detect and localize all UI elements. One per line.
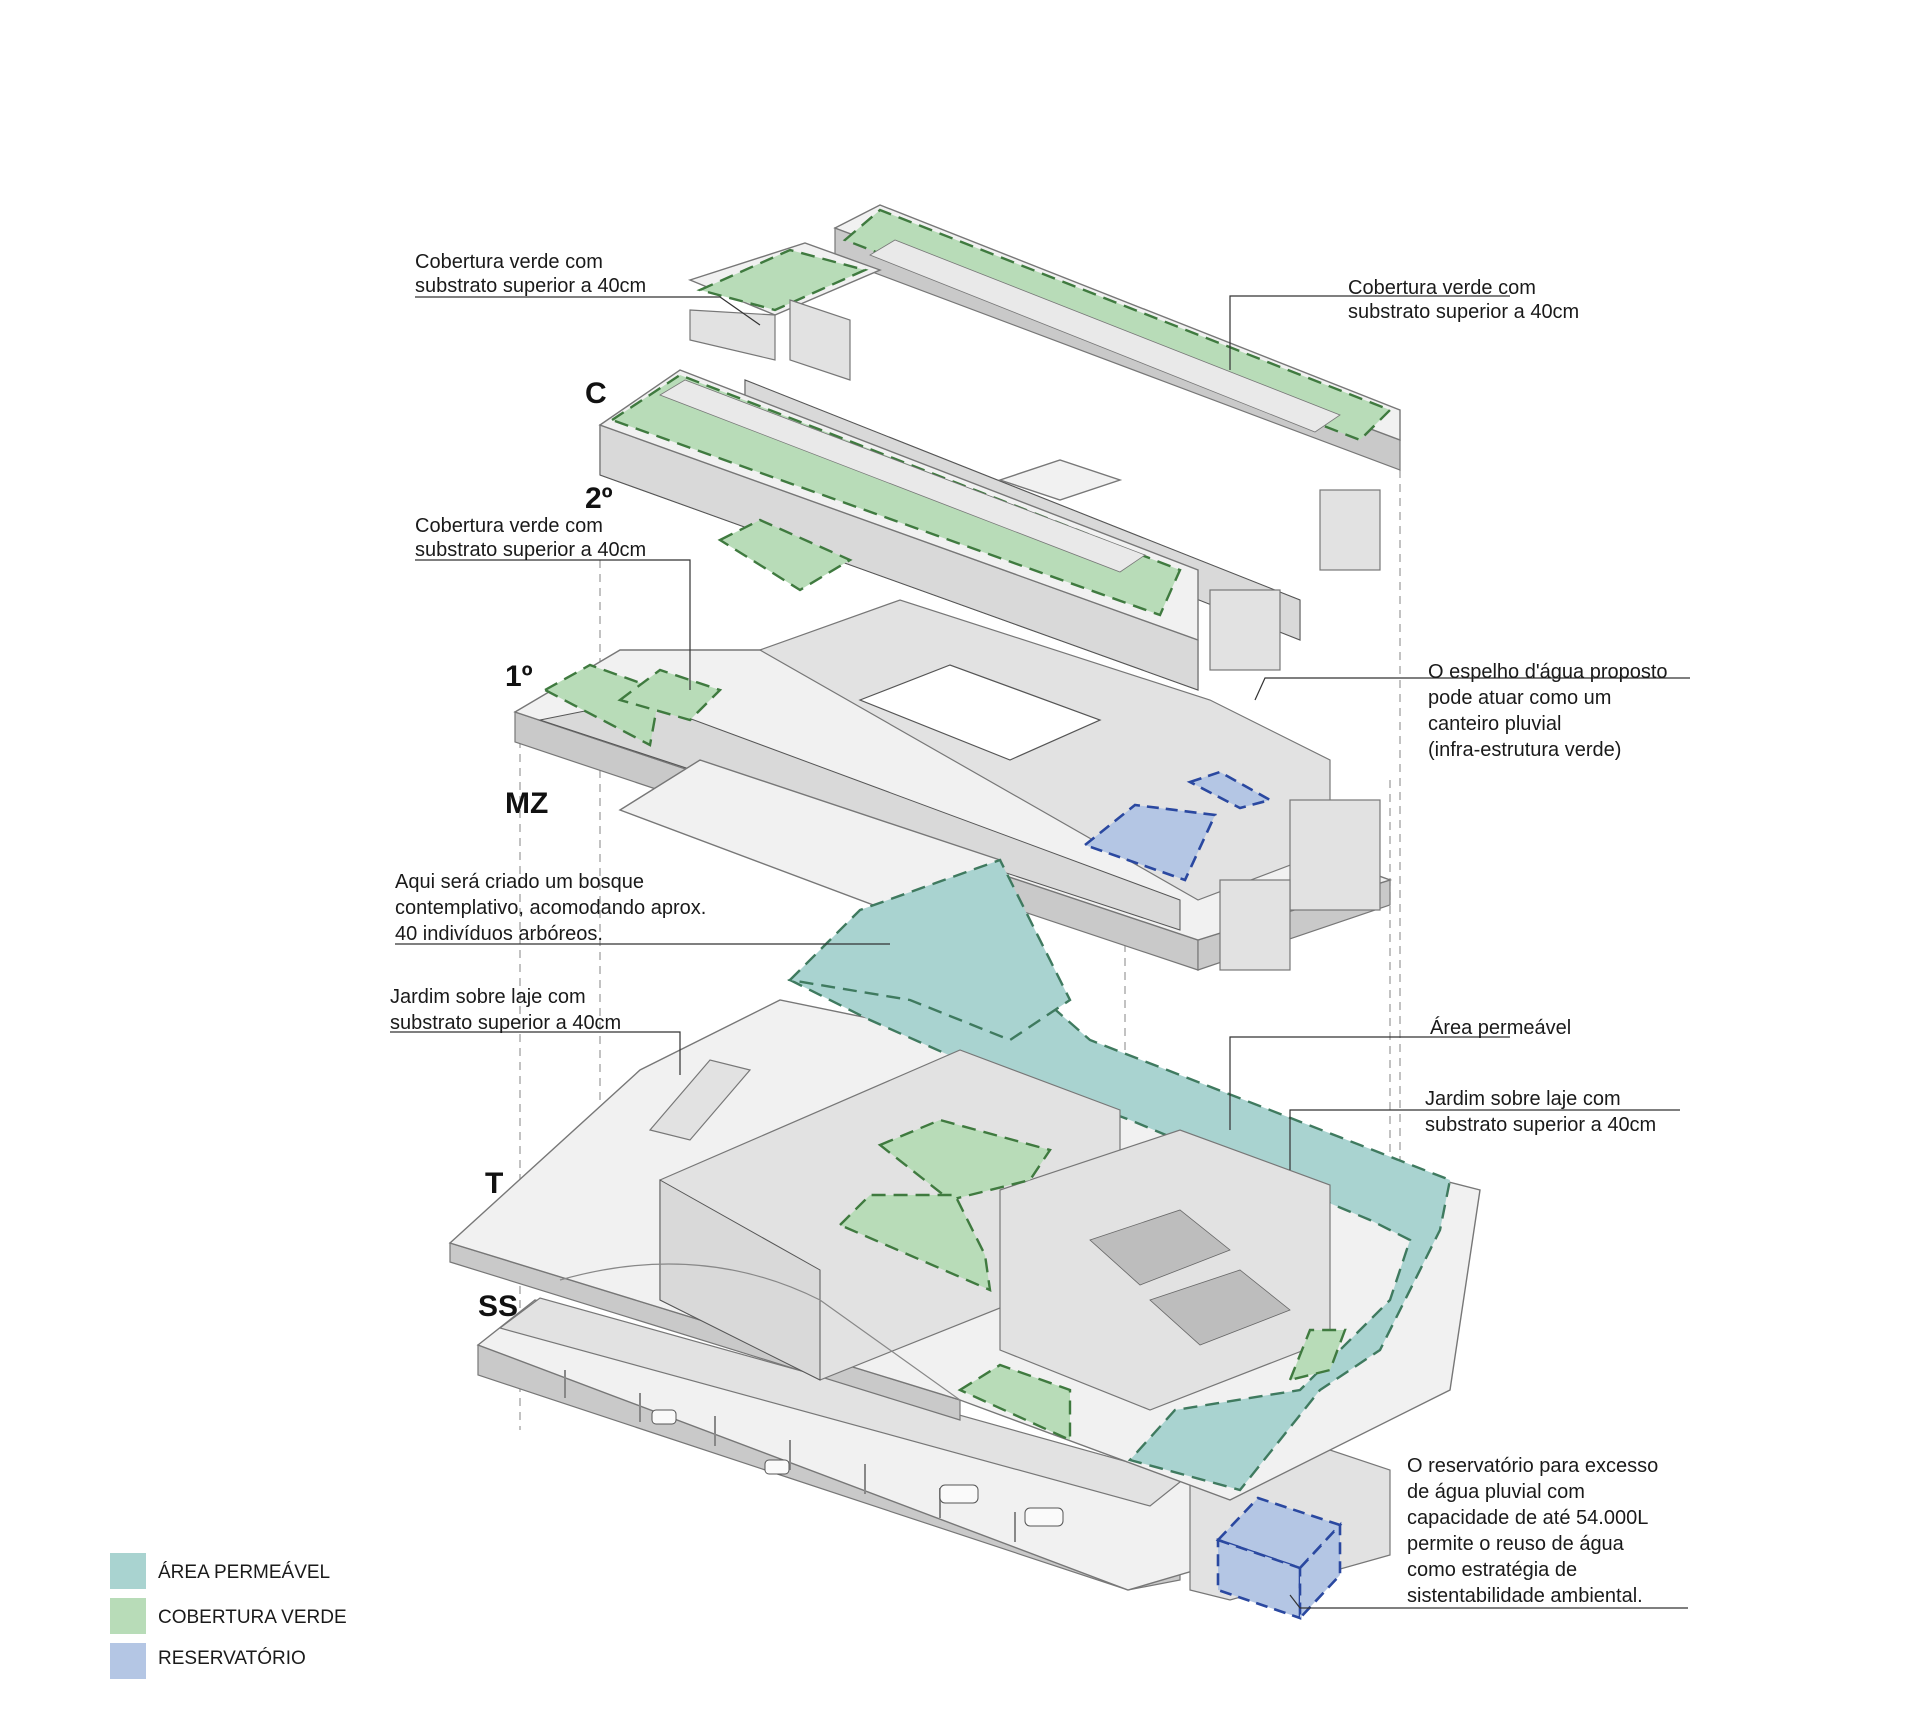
basement-columns: [564, 1370, 1016, 1542]
legend-swatch-reservoir: [110, 1643, 146, 1679]
leader-lines: [390, 295, 1690, 1609]
solar-panels-roof: [869, 239, 1341, 433]
level-label-mz: MZ: [505, 787, 548, 820]
annotation-line: substrato superior a 40cm: [1348, 301, 1579, 323]
level-labels: C 2º 1º MZ T SS: [478, 377, 613, 1323]
legend-label-green-roof: COBERTURA VERDE: [158, 1607, 347, 1628]
annotation-line: contemplativo, acomodando aprox.: [395, 897, 706, 919]
annotation-line: Área permeável: [1430, 1016, 1571, 1039]
annotation-line: como estratégia de: [1407, 1559, 1577, 1581]
level-label-t: T: [485, 1167, 503, 1200]
annotation-line: Cobertura verde com: [1348, 277, 1536, 299]
first-floor-level: [513, 599, 1393, 971]
annotation-water-mirror: O espelho d'água proposto pode atuar com…: [1428, 661, 1668, 761]
annotation-line: O reservatório para excesso: [1407, 1455, 1658, 1477]
annotation-line: permite o reuso de água: [1407, 1533, 1625, 1555]
annotation-line: canteiro pluvial: [1428, 713, 1561, 735]
rainwater-reservoir: [1215, 1496, 1343, 1622]
annotation-first-floor: Cobertura verde com substrato superior a…: [415, 515, 646, 561]
annotation-roof-left: Cobertura verde com substrato superior a…: [415, 251, 646, 297]
parked-cars: [651, 1409, 1064, 1527]
annotation-line: capacidade de até 54.000L: [1407, 1507, 1648, 1529]
legend-label-reservoir: RESERVATÓRIO: [158, 1647, 306, 1669]
annotation-line: sistentabilidade ambiental.: [1407, 1585, 1643, 1607]
annotation-line: substrato superior a 40cm: [1425, 1114, 1656, 1136]
annotation-line: (infra-estrutura verde): [1428, 739, 1621, 761]
annotation-garden-right: Jardim sobre laje com substrato superior…: [1425, 1088, 1656, 1136]
annotation-line: substrato superior a 40cm: [415, 539, 646, 561]
annotation-line: substrato superior a 40cm: [415, 275, 646, 297]
legend-label-permeable: ÁREA PERMEÁVEL: [158, 1562, 330, 1583]
auditorium-seating: [1089, 1209, 1291, 1346]
annotation-line: O espelho d'água proposto: [1428, 661, 1668, 683]
solar-panels-front: [659, 379, 1146, 573]
annotation-reservoir: O reservatório para excesso de água pluv…: [1407, 1455, 1658, 1607]
level-label-second: 2º: [585, 482, 613, 515]
annotation-line: Jardim sobre laje com: [1425, 1088, 1621, 1110]
annotation-line: pode atuar como um: [1428, 687, 1611, 709]
annotation-line: substrato superior a 40cm: [390, 1012, 621, 1034]
legend-swatch-green-roof: [110, 1598, 146, 1634]
annotation-roof-right: Cobertura verde com substrato superior a…: [1348, 277, 1579, 323]
annotation-garden-left: Jardim sobre laje com substrato superior…: [390, 986, 621, 1034]
annotation-line: 40 indivíduos arbóreos.: [395, 923, 603, 945]
annotation-permeable: Área permeável: [1430, 1016, 1571, 1039]
legend: ÁREA PERMEÁVEL COBERTURA VERDE RESERVATÓ…: [110, 1553, 347, 1679]
annotation-line: de água pluvial com: [1407, 1481, 1585, 1503]
legend-swatch-permeable: [110, 1553, 146, 1589]
roof-level: [687, 204, 1401, 471]
annotation-line: Cobertura verde com: [415, 251, 603, 273]
level-label-c: C: [585, 377, 607, 410]
annotation-line: Jardim sobre laje com: [390, 986, 586, 1008]
grove-area: [787, 858, 1072, 1042]
second-floor-level: [598, 369, 1381, 691]
annotation-grove: Aqui será criado um bosque contemplativo…: [395, 871, 706, 945]
level-label-ss: SS: [478, 1290, 518, 1323]
annotation-line: Cobertura verde com: [415, 515, 603, 537]
level-label-first: 1º: [505, 660, 533, 693]
annotation-line: Aqui será criado um bosque: [395, 871, 644, 893]
